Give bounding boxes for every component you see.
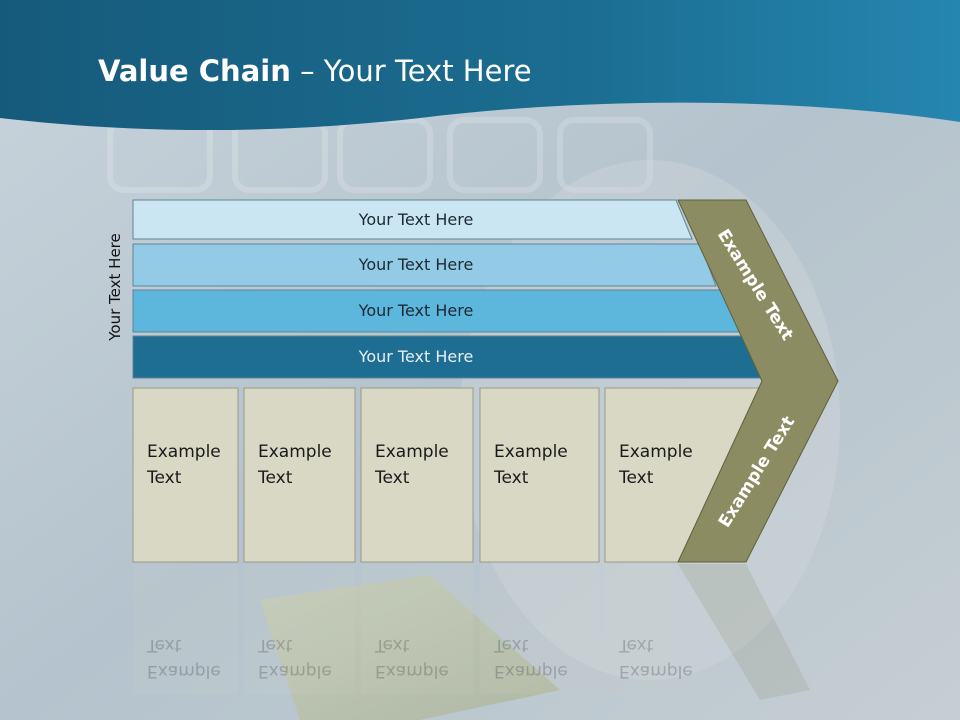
margin-chevron-reflection <box>678 564 810 700</box>
activity-box-line1: Example <box>147 442 221 462</box>
activity-box-1 <box>132 387 239 563</box>
header-banner <box>0 0 960 131</box>
slide-title: Value Chain – Your Text Here <box>98 54 532 88</box>
activity-box-2 <box>243 387 356 563</box>
value-band-label-4: Your Text Here <box>358 347 474 366</box>
value-band-label-3: Your Text Here <box>358 301 474 320</box>
side-label: Your Text Here <box>106 233 124 341</box>
title-rest: – Your Text Here <box>290 54 532 88</box>
activity-box-line2: Text <box>619 468 654 488</box>
activity-box-line1: Example <box>258 442 332 462</box>
activity-box-line2: Text <box>375 468 410 488</box>
activity-box-line1: Example <box>619 442 693 462</box>
activity-box-reflection-2 <box>244 564 355 694</box>
value-band-label-2: Your Text Here <box>358 255 474 274</box>
activity-box-line2: Text <box>258 468 293 488</box>
activity-box-line1: Example <box>494 442 568 462</box>
activity-box-reflection-4 <box>480 564 599 694</box>
activity-box-reflection-3 <box>361 564 473 694</box>
activity-box-line2: Text <box>147 468 182 488</box>
title-bold: Value Chain <box>98 54 291 88</box>
activity-box-line2: Text <box>494 468 529 488</box>
value-band-1 <box>132 199 693 240</box>
margin-chevron <box>677 199 839 563</box>
activity-box-line1: Example <box>375 442 449 462</box>
activity-box-3 <box>360 387 474 563</box>
card-decoration <box>260 575 560 720</box>
activity-box-reflection-5 <box>605 564 675 694</box>
activity-box-reflection-1 <box>133 564 238 694</box>
value-band-label-1: Your Text Here <box>358 209 474 229</box>
value-band-2 <box>132 243 717 287</box>
activity-box-4 <box>479 387 600 563</box>
